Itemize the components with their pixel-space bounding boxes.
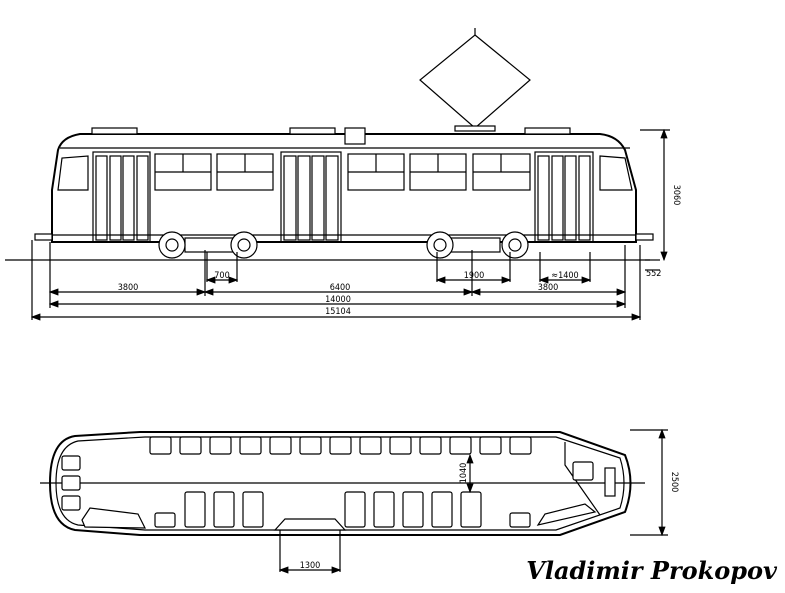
seat — [479, 436, 502, 455]
dim-700: 700 — [214, 271, 229, 281]
dim-3800-right: 3800 — [538, 283, 559, 293]
dim-552: 552 — [646, 269, 661, 279]
dim-1900: 1900 — [464, 271, 485, 281]
seat — [269, 436, 292, 455]
pantograph — [419, 28, 531, 132]
bogies — [158, 231, 529, 259]
dim-1300: 1300 — [300, 561, 321, 571]
seat — [509, 436, 532, 455]
dim-1040: 1040 — [459, 463, 469, 484]
seat — [179, 436, 202, 455]
plan-view: 2500 1040 1300 — [40, 428, 679, 574]
dim-3800-left: 3800 — [118, 283, 139, 293]
seat — [389, 436, 412, 455]
seat — [419, 436, 442, 455]
tram-body — [34, 127, 654, 259]
dim-1400: ≈1400 — [551, 271, 578, 281]
seat — [209, 436, 232, 455]
author-signature: Vladimir Prokopov — [526, 556, 777, 585]
doors-plan — [81, 503, 597, 531]
side-view: 700 1900 ≈1400 3800 6400 3800 14000 1510… — [5, 28, 681, 321]
seats-bottom-row — [154, 491, 531, 528]
side-dimensions: 700 1900 ≈1400 3800 6400 3800 14000 1510… — [30, 128, 681, 321]
seat — [239, 436, 262, 455]
drivers-cab — [564, 442, 616, 516]
windows — [154, 153, 531, 191]
seat — [329, 436, 352, 455]
seat — [299, 436, 322, 455]
seats-top-row — [149, 436, 532, 455]
dim-6400: 6400 — [330, 283, 351, 293]
seat — [149, 436, 172, 455]
dim-2500: 2500 — [669, 472, 679, 493]
rear-seats — [61, 455, 81, 511]
seat — [449, 436, 472, 455]
dim-15104: 15104 — [325, 307, 351, 317]
dim-14000: 14000 — [325, 295, 351, 305]
doors — [92, 151, 594, 243]
dim-3060: 3060 — [671, 185, 681, 206]
seat — [359, 436, 382, 455]
